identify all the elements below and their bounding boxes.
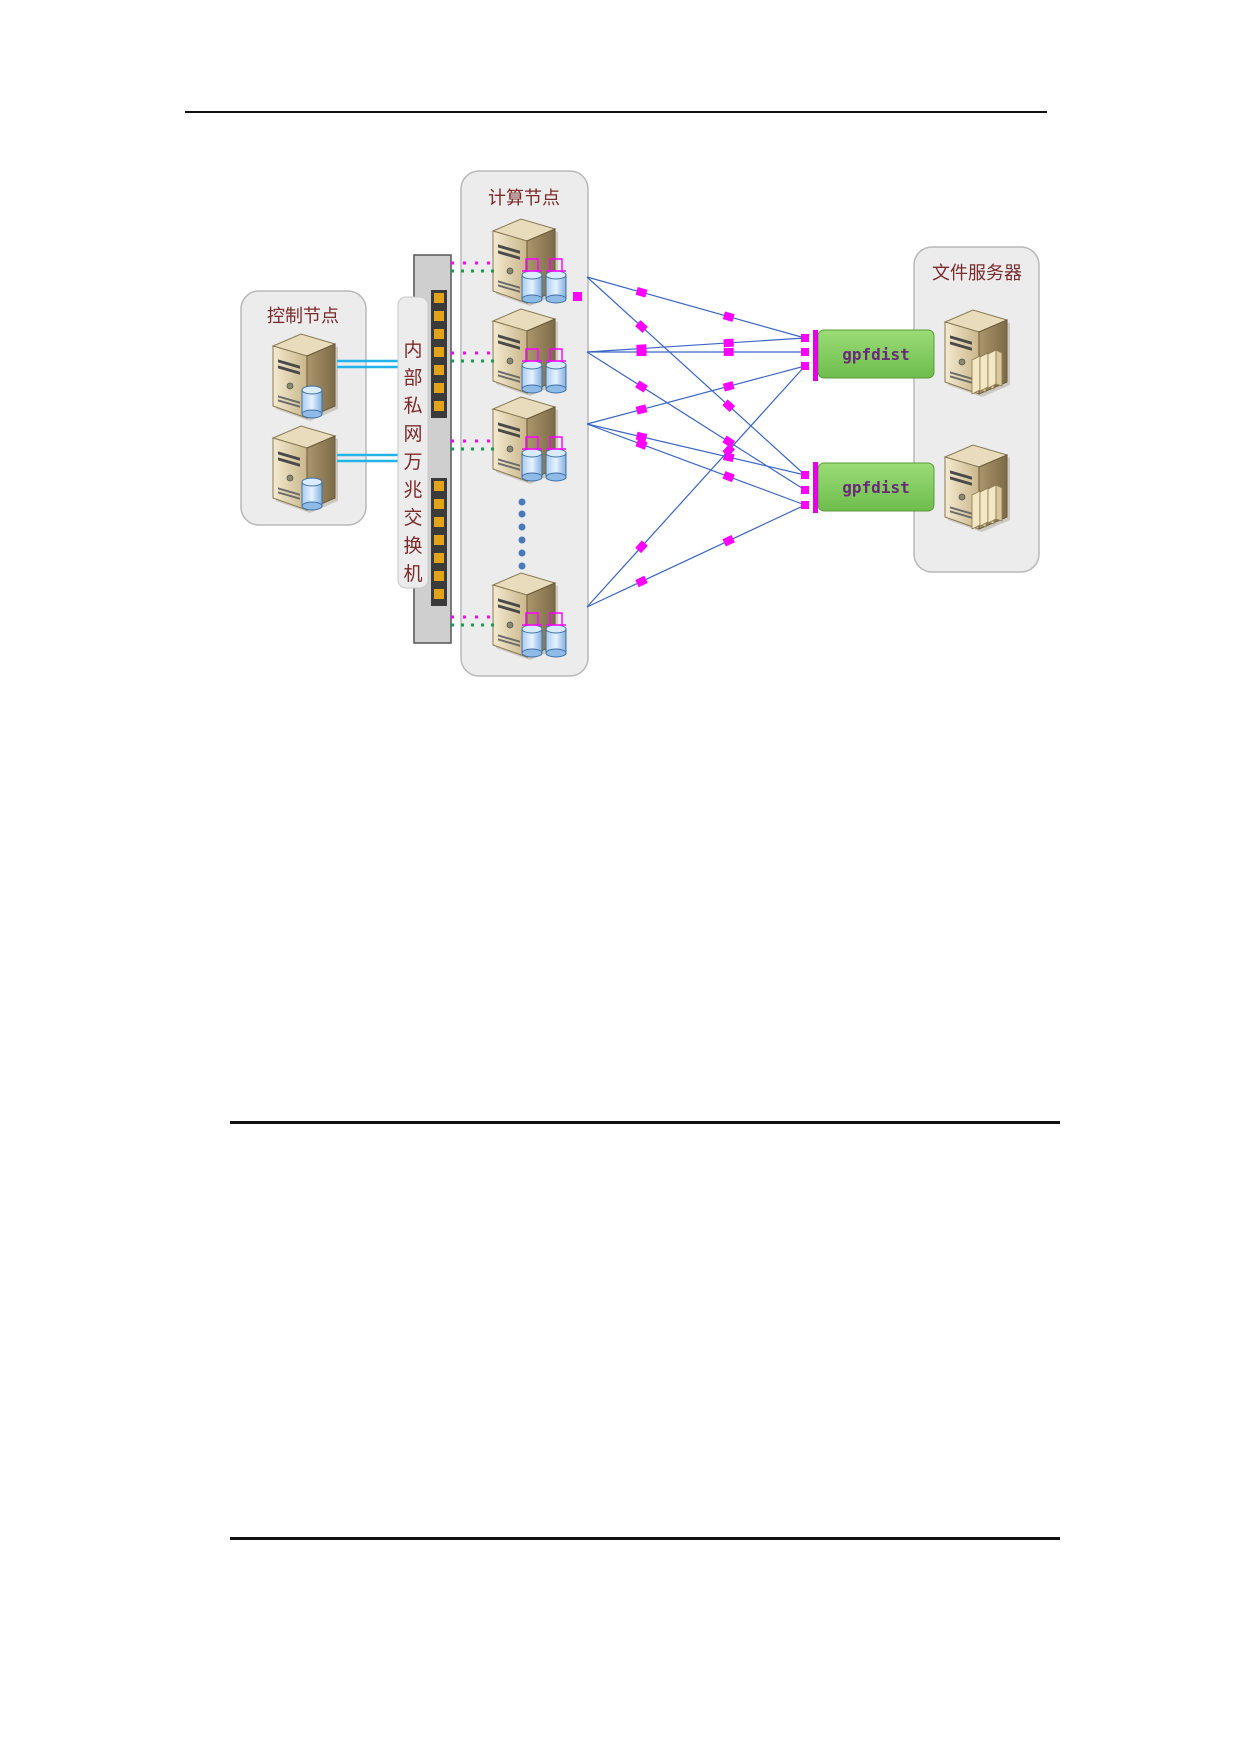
compute-node-label: 计算节点 [488, 188, 560, 209]
file-server-label: 文件服务器 [932, 263, 1022, 284]
gpfdist-label: gpfdist [842, 478, 909, 497]
header-rule [185, 111, 1047, 113]
control-uplinks [337, 359, 398, 463]
switch-label-panel: 内部私网万兆交换机 [397, 296, 429, 589]
disk-icon [545, 624, 567, 658]
separator-rule-2 [230, 1537, 1060, 1540]
disk-icon [521, 624, 543, 658]
switch-label: 内部私网万兆交换机 [403, 339, 422, 585]
disk-icon [301, 385, 323, 419]
disk-icon [545, 448, 567, 482]
cluster-topology-diagram: 控制节点 [240, 170, 1040, 677]
compute-node-group: 计算节点 [460, 170, 589, 677]
file-server-group: 文件服务器 [913, 246, 1040, 573]
switch-icon [413, 254, 452, 644]
disk-icon [545, 270, 567, 304]
control-node-group: 控制节点 [240, 290, 367, 526]
gpfdist-label: gpfdist [842, 345, 909, 364]
gpfdist-box-2: gpfdist [813, 462, 935, 513]
separator-rule-1 [230, 1121, 1060, 1124]
switch-compute-links [451, 261, 496, 627]
data-links [573, 276, 809, 608]
gpfdist-box-1: gpfdist [813, 329, 935, 381]
disk-icon [545, 360, 567, 394]
control-node-label: 控制节点 [267, 306, 339, 327]
disk-icon [521, 270, 543, 304]
disk-icon [521, 360, 543, 394]
disk-icon [521, 448, 543, 482]
disk-icon [301, 477, 323, 511]
ellipsis-dots [518, 498, 526, 570]
